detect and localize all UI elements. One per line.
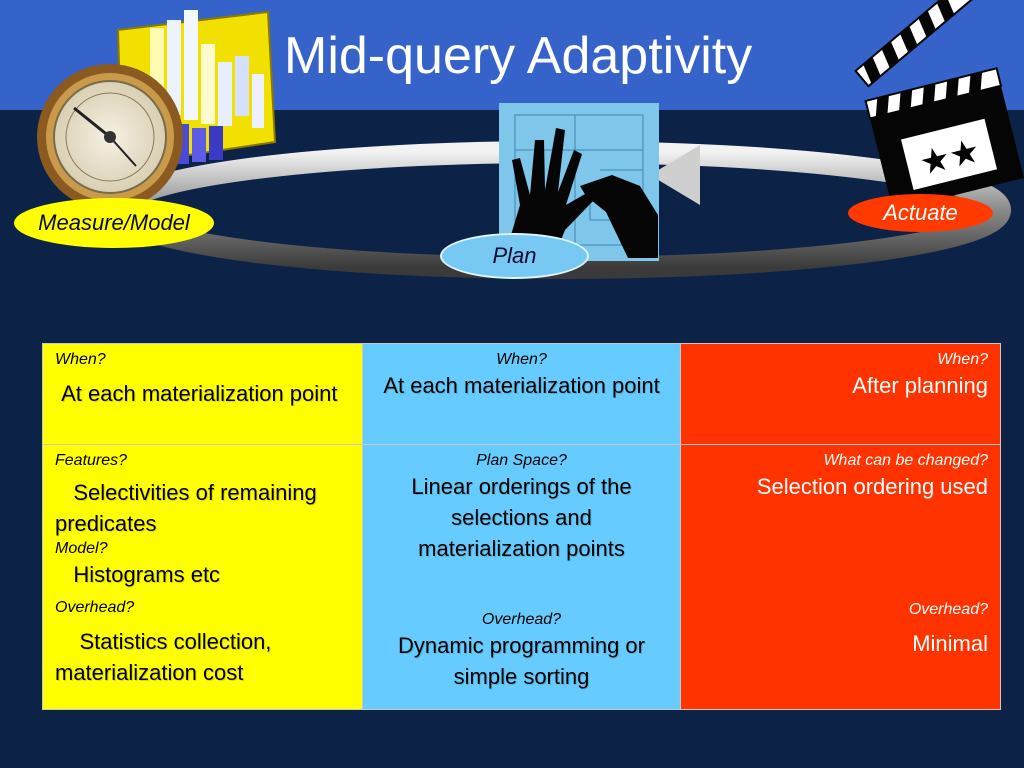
question-label: Model?	[55, 540, 108, 557]
plan-details-cell: Plan Space? Linear orderings of the sele…	[362, 444, 681, 710]
answer-text: Selectivities of remaining predicates	[55, 480, 323, 536]
question-label: Overhead?	[55, 599, 135, 616]
actuate-details-cell: What can be changed? Selection ordering …	[680, 444, 1001, 710]
question-label: What can be changed?	[823, 452, 988, 469]
answer-text: Histograms etc	[55, 562, 221, 587]
question-label: When?	[496, 351, 547, 368]
clapperboard-icon: ★★	[854, 0, 1024, 211]
question-label: Plan Space?	[476, 452, 567, 469]
answer-text: After planning	[852, 373, 988, 398]
answer-text: Minimal	[912, 631, 988, 656]
actuate-when-cell: When? After planning	[680, 343, 1001, 445]
question-label: When?	[937, 351, 988, 368]
answer-text: Linear orderings of the selections and m…	[411, 474, 632, 561]
table-row: Features? Selectivities of remaining pre…	[42, 444, 1001, 710]
slide-title: Mid-query Adaptivity	[284, 27, 753, 85]
answer-text: Statistics collection, materialization c…	[55, 629, 278, 685]
question-label: Overhead?	[481, 611, 562, 628]
plan-when-cell: When? At each materialization point	[362, 343, 681, 445]
actuate-label: Actuate	[848, 194, 993, 232]
plan-label: Plan	[440, 233, 589, 279]
measure-model-label: Measure/Model	[14, 198, 214, 248]
question-label: Overhead?	[908, 601, 988, 618]
question-label: Features?	[55, 452, 128, 469]
comparison-table: When? At each materialization point When…	[42, 343, 1001, 710]
question-label: When?	[55, 351, 106, 368]
measure-when-cell: When? At each materialization point	[42, 343, 363, 445]
answer-text: At each materialization point	[55, 381, 338, 406]
table-row: When? At each materialization point When…	[42, 343, 1001, 445]
measure-details-cell: Features? Selectivities of remaining pre…	[42, 444, 363, 710]
answer-text: Selection ordering used	[756, 474, 988, 499]
answer-text: At each materialization point	[383, 373, 660, 398]
answer-text: Dynamic programming or simple sorting	[398, 633, 645, 689]
barometer-icon	[37, 64, 183, 210]
